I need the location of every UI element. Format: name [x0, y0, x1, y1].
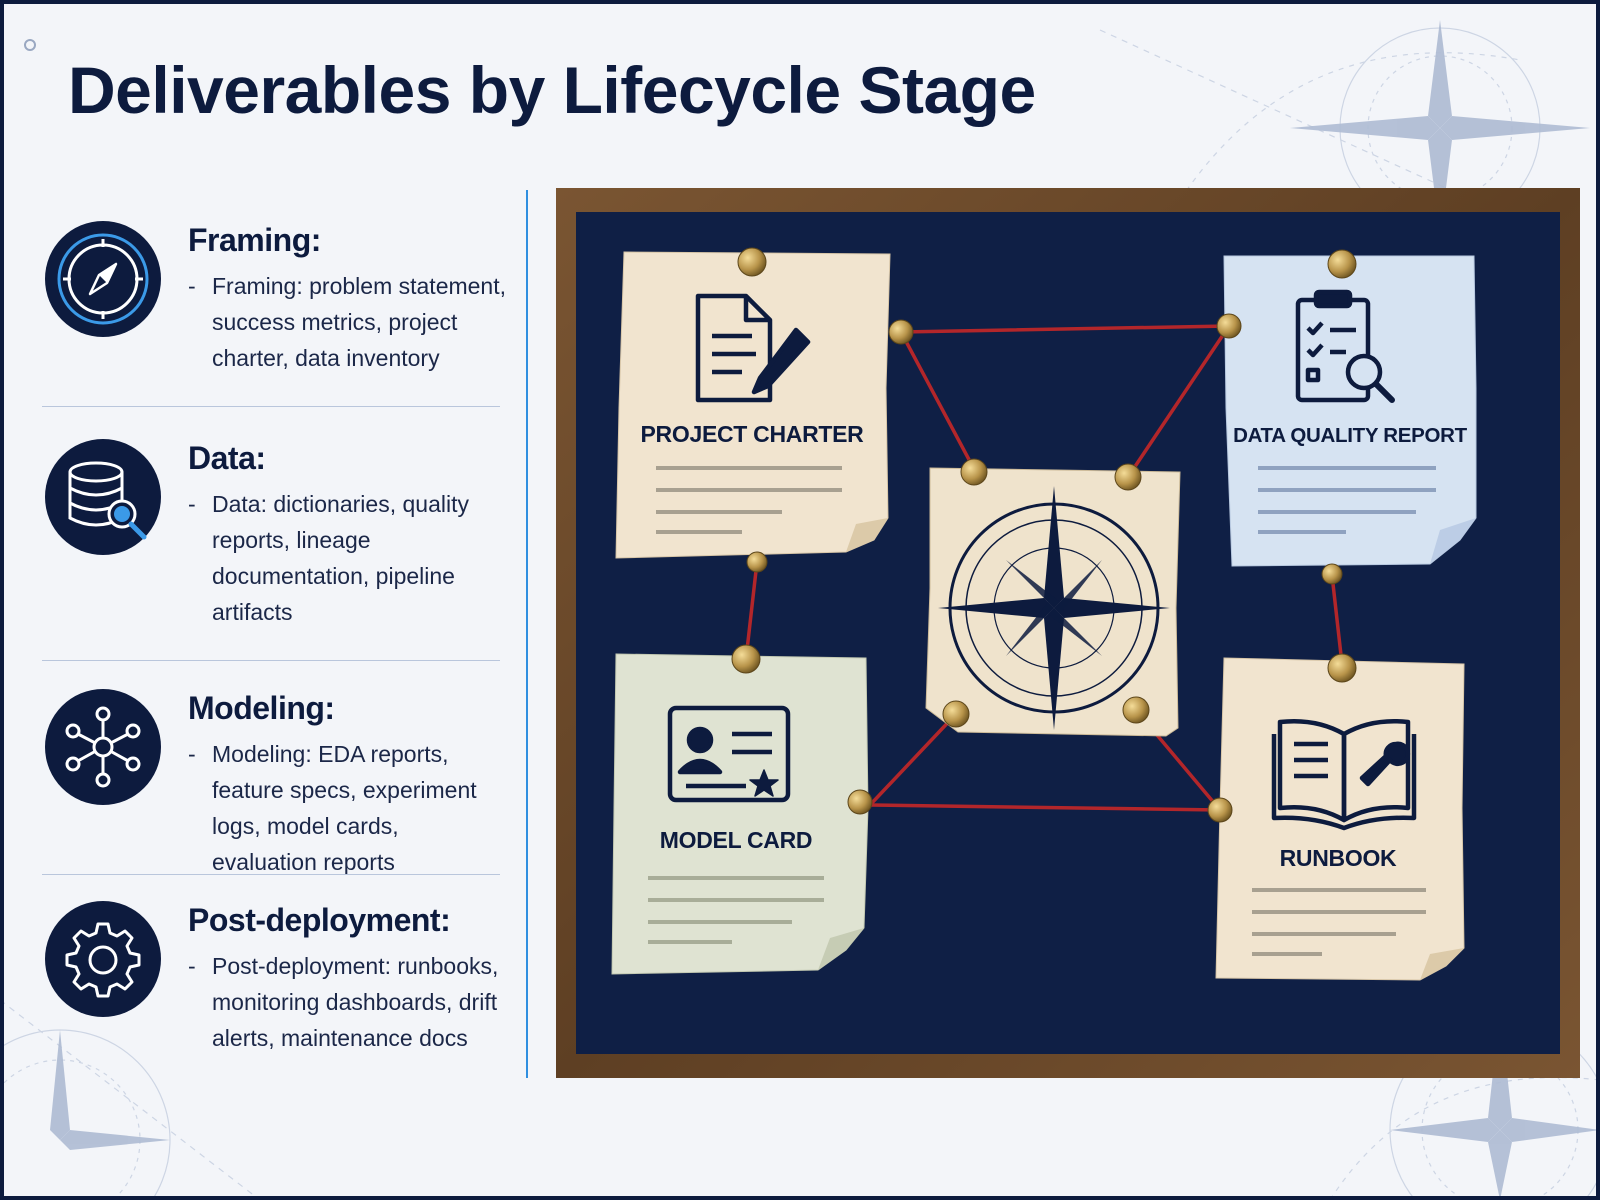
id-card-icon	[667, 705, 791, 803]
network-nodes-icon	[44, 688, 162, 806]
stage-heading: Post-deployment:	[188, 902, 451, 938]
pin-icon	[731, 644, 761, 674]
compass-icon	[44, 220, 162, 338]
pin-icon	[1327, 653, 1357, 683]
push-pins	[731, 247, 1357, 823]
connecting-strings	[744, 324, 1344, 812]
page-title: Deliverables by Lifecycle Stage	[68, 53, 1036, 127]
note-label: RUNBOOK	[1280, 845, 1397, 871]
stage-separator	[42, 874, 500, 875]
stage-bullet: -Post-deployment: runbooks, monitoring d…	[188, 953, 499, 1051]
pin-icon	[746, 551, 768, 573]
note-label: PROJECT CHARTER	[641, 421, 865, 447]
decorative-ring	[24, 39, 36, 51]
pin-icon	[942, 700, 970, 728]
pin-icon	[1114, 463, 1142, 491]
document-pen-icon	[695, 293, 811, 403]
pin-icon	[737, 247, 767, 277]
stage-heading: Modeling:	[188, 690, 335, 726]
note-label: MODEL CARD	[660, 827, 812, 853]
note-label: DATA QUALITY REPORT	[1233, 424, 1468, 447]
stage-heading: Data:	[188, 440, 266, 476]
stage-heading: Framing:	[188, 222, 321, 258]
pin-icon	[847, 789, 873, 815]
note-data-quality-report: DATA QUALITY REPORT	[1223, 255, 1477, 567]
gear-icon	[44, 900, 162, 1018]
pin-icon	[888, 319, 914, 345]
stage-separator	[42, 406, 500, 407]
stage-bullet: -Data: dictionaries, quality reports, li…	[188, 491, 469, 625]
note-project-charter: PROJECT CHARTER	[615, 251, 891, 559]
vertical-divider	[526, 190, 528, 1078]
stage-bullet: -Framing: problem statement, success met…	[188, 273, 507, 371]
pin-icon	[960, 458, 988, 486]
pin-icon	[1207, 797, 1233, 823]
pin-icon	[1216, 313, 1242, 339]
clipboard-search-icon	[1295, 289, 1395, 403]
pin-icon	[1327, 249, 1357, 279]
note-model-card: MODEL CARD	[611, 653, 869, 975]
note-runbook: RUNBOOK	[1215, 657, 1465, 981]
database-search-icon	[44, 438, 162, 556]
compass-rose-icon	[938, 486, 1170, 730]
book-wrench-icon	[1271, 718, 1417, 831]
pinboard: PROJECT CHARTER DAT	[556, 188, 1580, 1083]
note-center-compass	[925, 467, 1181, 737]
pin-icon	[1122, 696, 1150, 724]
stage-separator	[42, 660, 500, 661]
stage-bullet: -Modeling: EDA reports, feature specs, e…	[188, 741, 477, 875]
pin-icon	[1321, 563, 1343, 585]
